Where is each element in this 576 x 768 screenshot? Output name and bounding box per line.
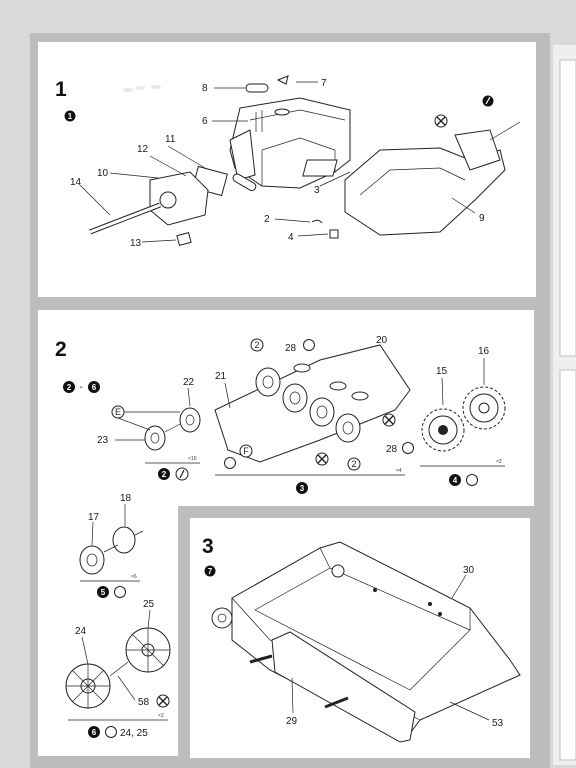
next-page-panel-bottom	[559, 369, 576, 761]
callout-7: 7	[321, 78, 327, 89]
step-1-sub-badge	[64, 110, 76, 122]
badge-2b	[158, 468, 170, 480]
callout-22: 22	[183, 377, 195, 388]
badge-6b	[88, 726, 100, 738]
sprocket-15	[421, 408, 465, 452]
glue-icon	[466, 474, 478, 486]
svg-text:2: 2	[67, 383, 72, 392]
glue-icon	[224, 457, 236, 469]
part-8-hatch	[245, 83, 269, 93]
callout-20: 20	[376, 335, 388, 346]
paper-tear-marks	[123, 85, 161, 92]
wheel-24	[65, 663, 111, 709]
suspension-assembly	[214, 344, 411, 463]
step-2-number: 2	[55, 338, 67, 361]
svg-text:E: E	[115, 407, 121, 417]
svg-text:3: 3	[300, 484, 305, 493]
wheel-17	[79, 545, 105, 575]
callout-28-top: 28	[285, 343, 297, 354]
glue-icon	[402, 442, 414, 454]
svg-text:4: 4	[453, 476, 458, 485]
callout-12: 12	[137, 144, 149, 155]
svg-text:-: -	[79, 382, 82, 393]
svg-text:F: F	[243, 446, 249, 456]
wheel-23	[144, 425, 166, 451]
part-14-barrel	[89, 203, 161, 234]
svg-text:×2: ×2	[158, 713, 164, 719]
svg-text:6: 6	[92, 383, 97, 392]
part-4	[329, 229, 339, 239]
step-3-number: 3	[202, 535, 214, 558]
hull-lower-drawing	[211, 541, 521, 743]
callout-28-bottom: 28	[386, 444, 398, 455]
svg-text:6: 6	[92, 728, 97, 737]
wheel-18	[112, 526, 136, 554]
letter-f-circle	[239, 444, 253, 458]
letter-2-circle-bottom	[347, 457, 361, 471]
glue-icon	[303, 339, 315, 351]
svg-text:×4: ×4	[396, 468, 402, 474]
part-barrel-piece	[232, 173, 257, 191]
callout-18: 18	[120, 493, 132, 504]
badge-2a	[63, 381, 75, 393]
step-2: 2 2 6 - E 22 23 ×10 2	[55, 335, 506, 739]
step-1-sub-badge-text: 1	[68, 112, 73, 121]
callout-25: 25	[143, 599, 155, 610]
glue-icon	[105, 726, 117, 738]
svg-text:5: 5	[101, 588, 106, 597]
wheel-22	[179, 407, 201, 433]
part-7	[276, 75, 289, 85]
callout-2: 2	[264, 214, 270, 225]
step-3: 3 7 30 29 53	[202, 535, 521, 743]
svg-text:×2: ×2	[496, 459, 502, 465]
callout-30: 30	[463, 565, 475, 576]
svg-text:×6: ×6	[131, 574, 137, 580]
next-page-panel-top	[559, 59, 576, 357]
hull-top-drawing	[302, 121, 521, 236]
callout-14: 14	[70, 177, 82, 188]
callout-16: 16	[478, 346, 490, 357]
badge-caption-24-25: 24, 25	[120, 728, 148, 739]
callout-58: 58	[138, 697, 150, 708]
badge-4	[449, 474, 461, 486]
badge-6a	[88, 381, 100, 393]
callout-3: 3	[314, 185, 320, 196]
callout-24: 24	[75, 626, 87, 637]
part-2	[311, 219, 323, 224]
callout-8: 8	[202, 83, 208, 94]
callout-13: 13	[130, 238, 142, 249]
callout-29: 29	[286, 716, 298, 727]
glue-icon	[114, 586, 126, 598]
badge-3	[296, 482, 308, 494]
svg-text:×10: ×10	[188, 456, 197, 462]
callout-4: 4	[288, 232, 294, 243]
callout-6: 6	[202, 116, 208, 127]
callout-21: 21	[215, 371, 227, 382]
callout-15: 15	[436, 366, 448, 377]
callout-11: 11	[165, 134, 176, 145]
callout-10: 10	[97, 168, 109, 179]
callout-17: 17	[88, 512, 100, 523]
sprocket-16	[462, 386, 506, 430]
svg-text:2: 2	[162, 470, 167, 479]
step-3-sub-badge	[204, 565, 216, 577]
svg-text:2: 2	[351, 459, 356, 469]
callout-53: 53	[492, 718, 504, 729]
callout-23: 23	[97, 435, 109, 446]
badge-5	[97, 586, 109, 598]
step-1-number: 1	[55, 78, 67, 101]
letter-2-circle-top	[250, 338, 264, 352]
svg-text:7: 7	[208, 567, 213, 576]
wheel-25	[125, 627, 171, 673]
svg-text:2: 2	[254, 340, 259, 350]
step-1: 1 1 8 7 6	[55, 75, 521, 249]
callout-9: 9	[479, 213, 485, 224]
part-13	[176, 232, 192, 246]
